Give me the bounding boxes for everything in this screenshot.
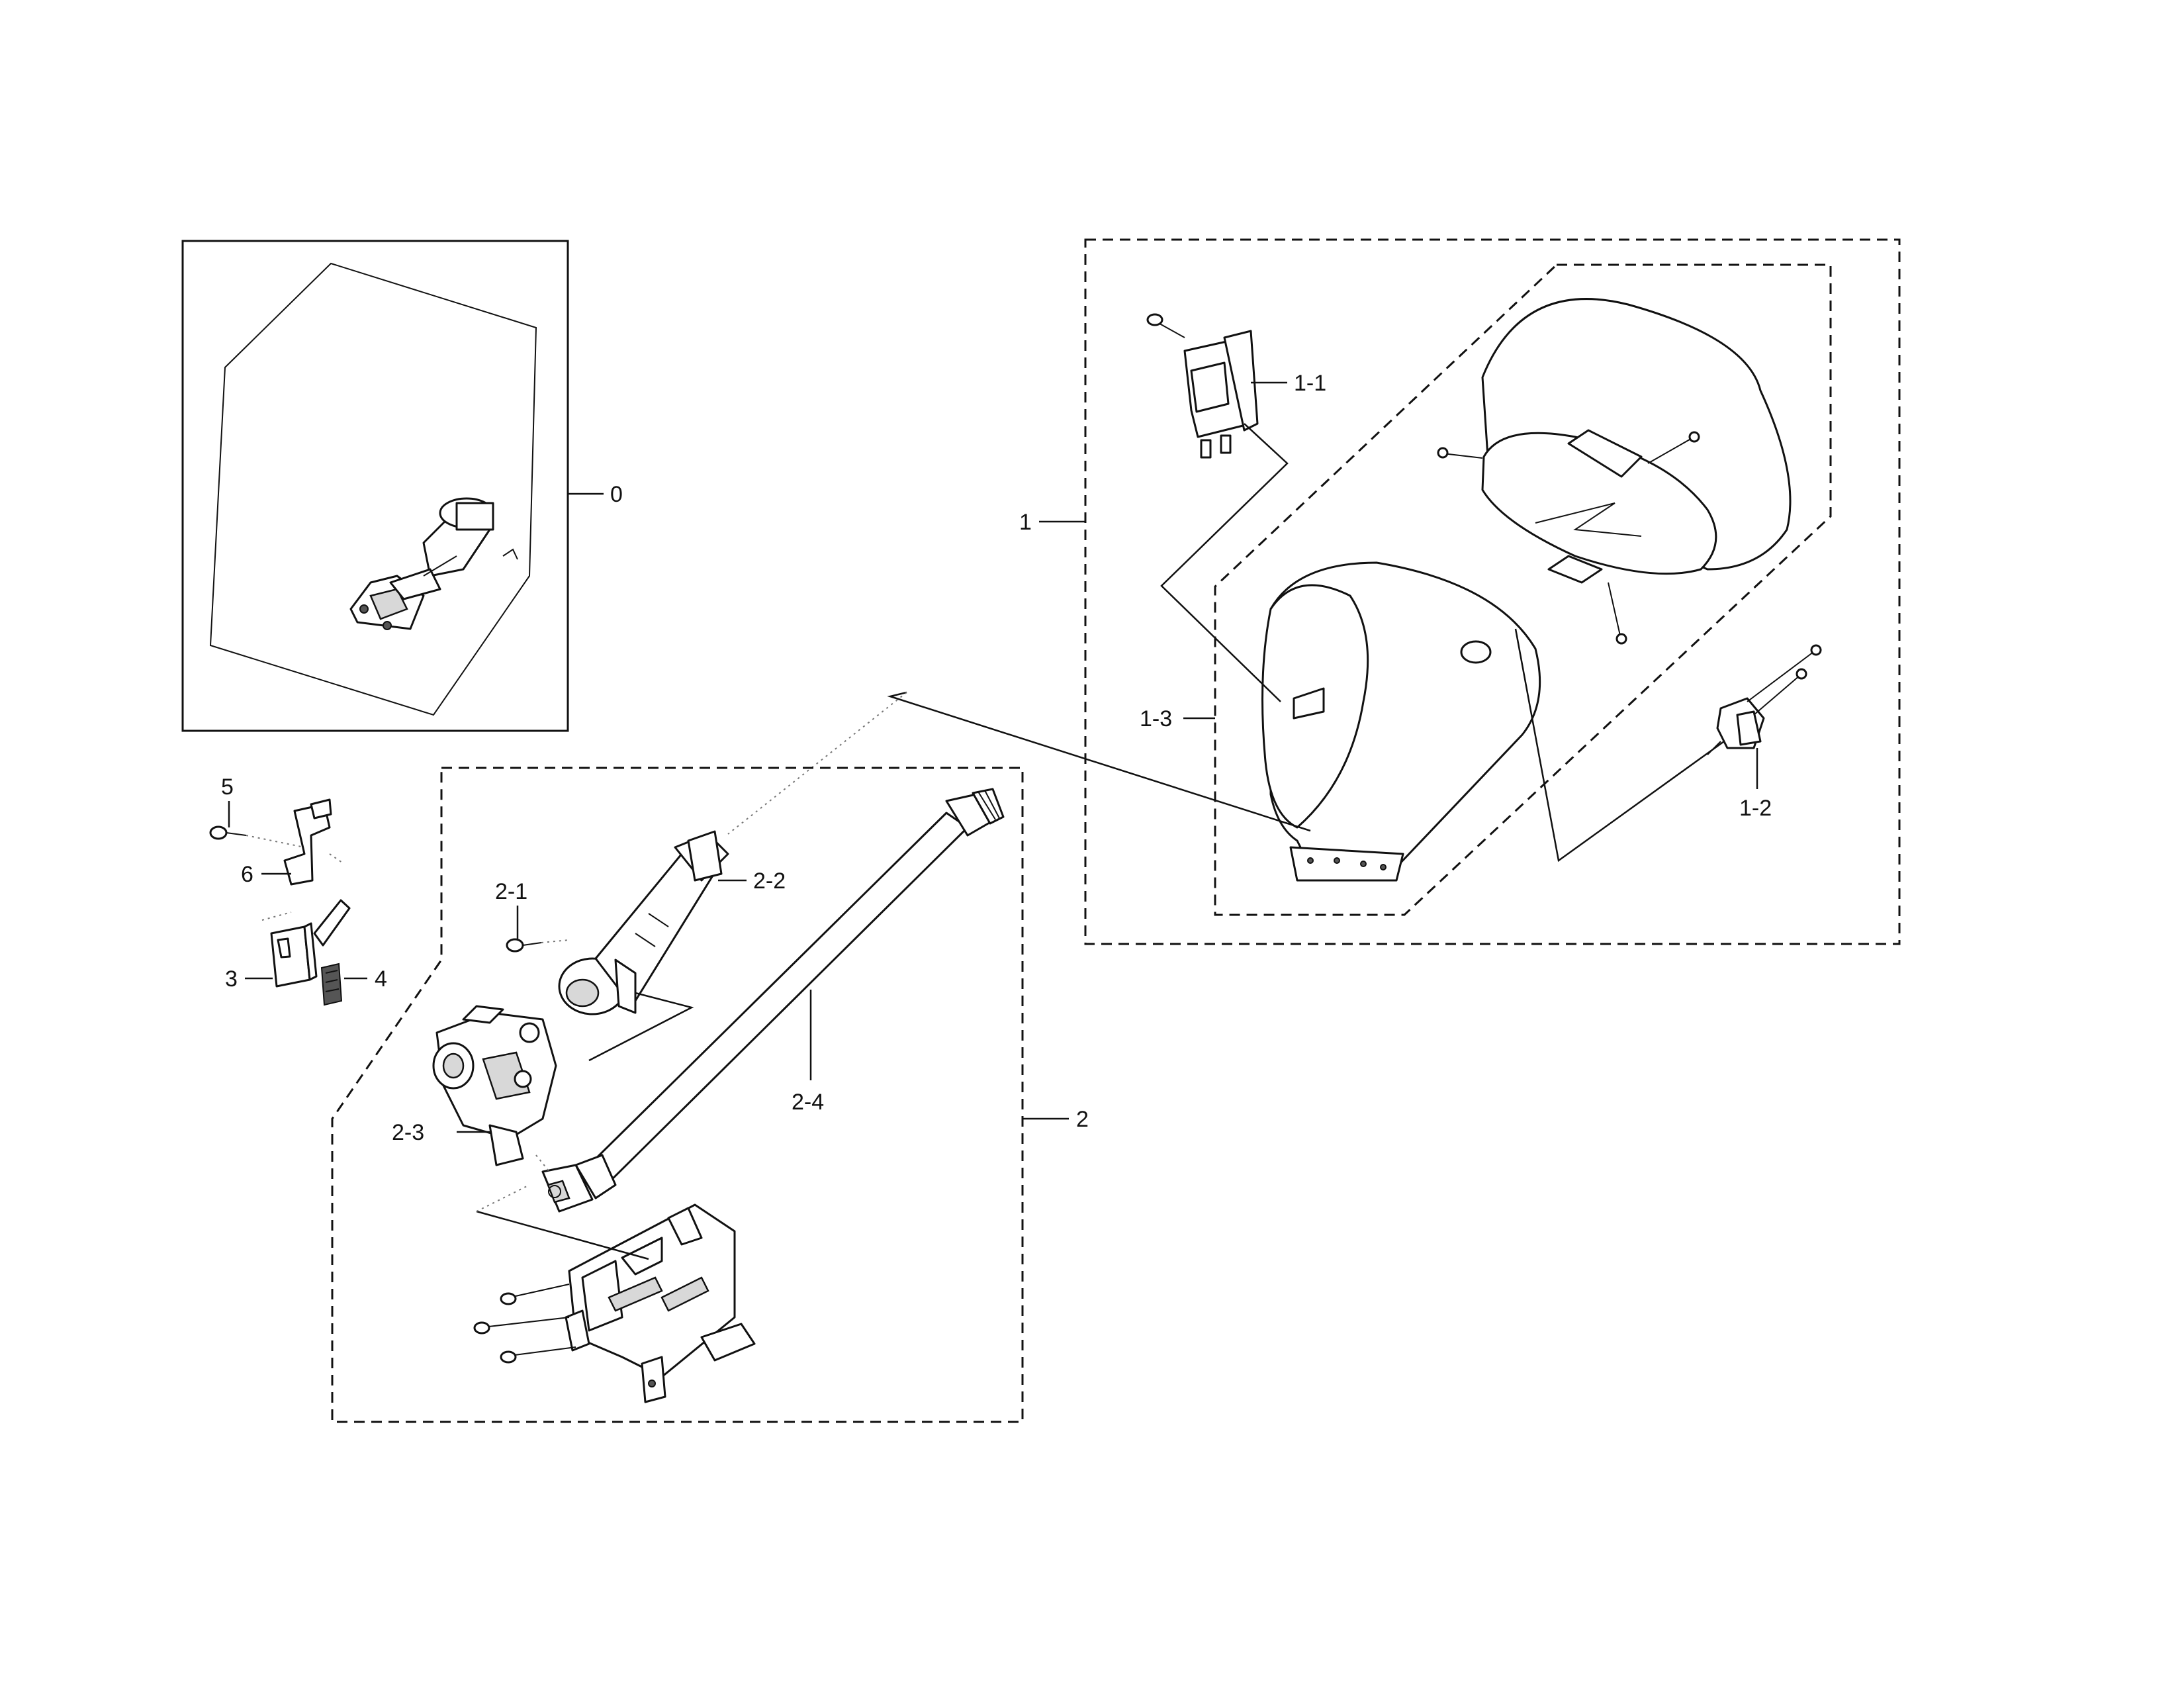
callout-2-2: 2-2	[753, 868, 786, 894]
screw-2-1	[506, 938, 542, 953]
overview-assembly-box	[181, 240, 569, 732]
burner-venturi-2-2	[558, 830, 729, 1015]
thermostat-1-2	[1707, 644, 1822, 755]
callout-1-2: 1-2	[1739, 796, 1772, 821]
burner-housing-1-3	[1261, 561, 1541, 882]
screw-5	[209, 825, 247, 840]
callout-3: 3	[225, 966, 238, 992]
callout-6: 6	[241, 862, 253, 887]
guide-line-thermostat-to-housing	[1514, 628, 1725, 863]
callout-1: 1	[1019, 510, 1032, 535]
callout-0: 0	[610, 482, 623, 507]
flame-sensor-bracket-1-1	[1146, 313, 1259, 459]
group-1-3-inner-dashed-outline	[1214, 263, 1832, 916]
callout-4: 4	[375, 966, 387, 992]
burner-mounting-bracket	[473, 1203, 756, 1403]
callout-2: 2	[1076, 1107, 1089, 1132]
gas-valve-2-3	[432, 1005, 557, 1166]
callout-2-3: 2-3	[392, 1120, 424, 1145]
group-1-outer-dashed-box	[1084, 238, 1901, 945]
callout-2-4: 2-4	[792, 1090, 824, 1115]
dryer-cabinet-outline	[209, 262, 537, 716]
igniter-3	[270, 899, 351, 988]
filter-screen-4	[320, 962, 343, 1006]
callout-1-1: 1-1	[1294, 371, 1326, 396]
callout-2-1: 2-1	[495, 879, 527, 904]
guide-line-bracket-to-housing	[1160, 423, 1289, 702]
gas-tube-2-4	[541, 788, 1005, 1213]
overview-burner-thumbnail	[349, 497, 518, 630]
bracket-6	[283, 798, 332, 886]
upper-flame-shield	[1437, 298, 1792, 645]
callout-5: 5	[221, 774, 234, 800]
callout-1-3: 1-3	[1140, 706, 1172, 731]
guide-line-tube-to-housing	[887, 691, 1311, 832]
